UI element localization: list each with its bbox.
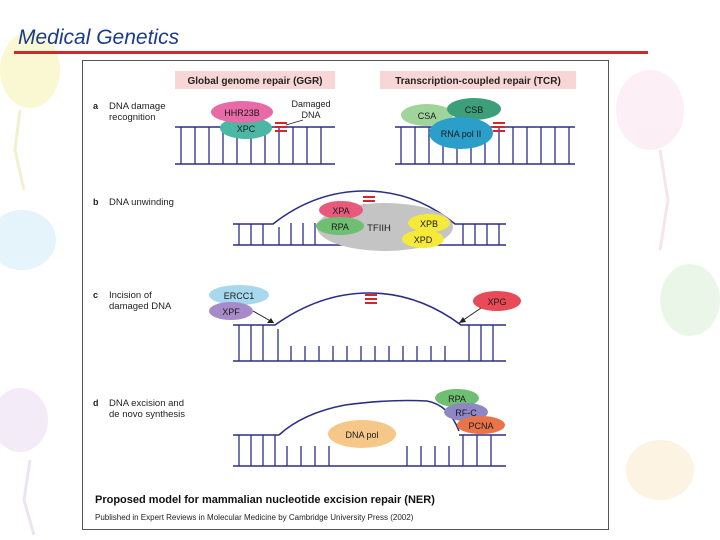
pcna-label: PCNA	[468, 421, 493, 431]
xpf-label: XPF	[222, 307, 240, 317]
dna-lesion-c	[365, 294, 377, 304]
rpa-label-b: RPA	[331, 222, 349, 232]
step-b-line1: DNA unwinding	[109, 197, 174, 208]
tcr-header: Transcription-coupled repair (TCR)	[395, 76, 561, 87]
dna-duplex-d	[233, 399, 506, 467]
hhr23b-protein	[211, 101, 273, 123]
step-d-line2: de novo synthesis	[109, 409, 185, 420]
step-d-line1: DNA excision and	[109, 398, 184, 409]
damaged-dna-label-1: Damaged	[291, 99, 330, 109]
tcr-header-box	[380, 71, 576, 89]
step-d-letter: d	[93, 398, 99, 408]
ercc1-label: ERCC1	[224, 291, 255, 301]
figure-caption: Proposed model for mammalian nucleotide …	[95, 494, 435, 506]
xpf-protein	[209, 302, 253, 320]
hhr23b-label: HHR23B	[224, 108, 260, 118]
rna-pol-ii-label: RNA pol II	[441, 129, 482, 139]
step-a-line1: DNA damage	[109, 101, 166, 112]
csa-protein	[401, 104, 453, 126]
xpb-protein	[408, 214, 450, 232]
rpa-label-d: RPA	[448, 394, 466, 404]
dna-lesion-a-tcr	[493, 122, 505, 132]
ggr-header-box	[175, 71, 335, 89]
step-c-line2: damaged DNA	[109, 301, 172, 312]
rna-pol-ii-protein	[429, 117, 493, 149]
rpa-protein-b	[316, 217, 364, 235]
ner-diagram-panel: Global genome repair (GGR) Transcription…	[82, 60, 609, 530]
ercc1-protein	[209, 285, 269, 305]
damaged-dna-label-2: DNA	[301, 110, 320, 120]
dna-pol-protein	[328, 420, 396, 448]
dna-duplex-c	[233, 292, 506, 362]
tfiih-label: TFIIH	[367, 223, 391, 234]
slide-title: Medical Genetics	[18, 26, 180, 49]
pcna-protein	[457, 416, 505, 434]
step-c-line1: Incision of	[109, 290, 152, 301]
xpd-label: XPD	[414, 235, 433, 245]
xpc-label: XPC	[237, 124, 256, 134]
csa-label: CSA	[418, 111, 437, 121]
rpa-protein-d	[435, 389, 479, 407]
dna-lesion-a-ggr	[275, 122, 287, 132]
ner-diagram: Global genome repair (GGR) Transcription…	[93, 71, 576, 522]
title-underline	[14, 51, 648, 54]
xpf-arrowhead	[267, 318, 274, 323]
xpa-protein	[319, 201, 363, 219]
xpa-label: XPA	[332, 206, 349, 216]
step-c-letter: c	[93, 290, 98, 300]
step-a-line2: recognition	[109, 112, 155, 123]
csb-protein	[447, 98, 501, 120]
damaged-dna-pointer	[285, 119, 304, 126]
figure-credit: Published in Expert Reviews in Molecular…	[95, 513, 414, 522]
xpb-label: XPB	[420, 219, 438, 229]
xpd-protein	[402, 230, 444, 248]
step-b-letter: b	[93, 197, 99, 207]
xpg-arrowhead	[459, 317, 466, 323]
dna-pol-label: DNA pol	[345, 430, 378, 440]
ggr-header: Global genome repair (GGR)	[187, 76, 322, 87]
rfc-label: RF-C	[455, 408, 477, 418]
xpg-label: XPG	[487, 297, 506, 307]
step-a-letter: a	[93, 101, 99, 111]
csb-label: CSB	[465, 105, 484, 115]
xpg-protein	[473, 291, 521, 311]
